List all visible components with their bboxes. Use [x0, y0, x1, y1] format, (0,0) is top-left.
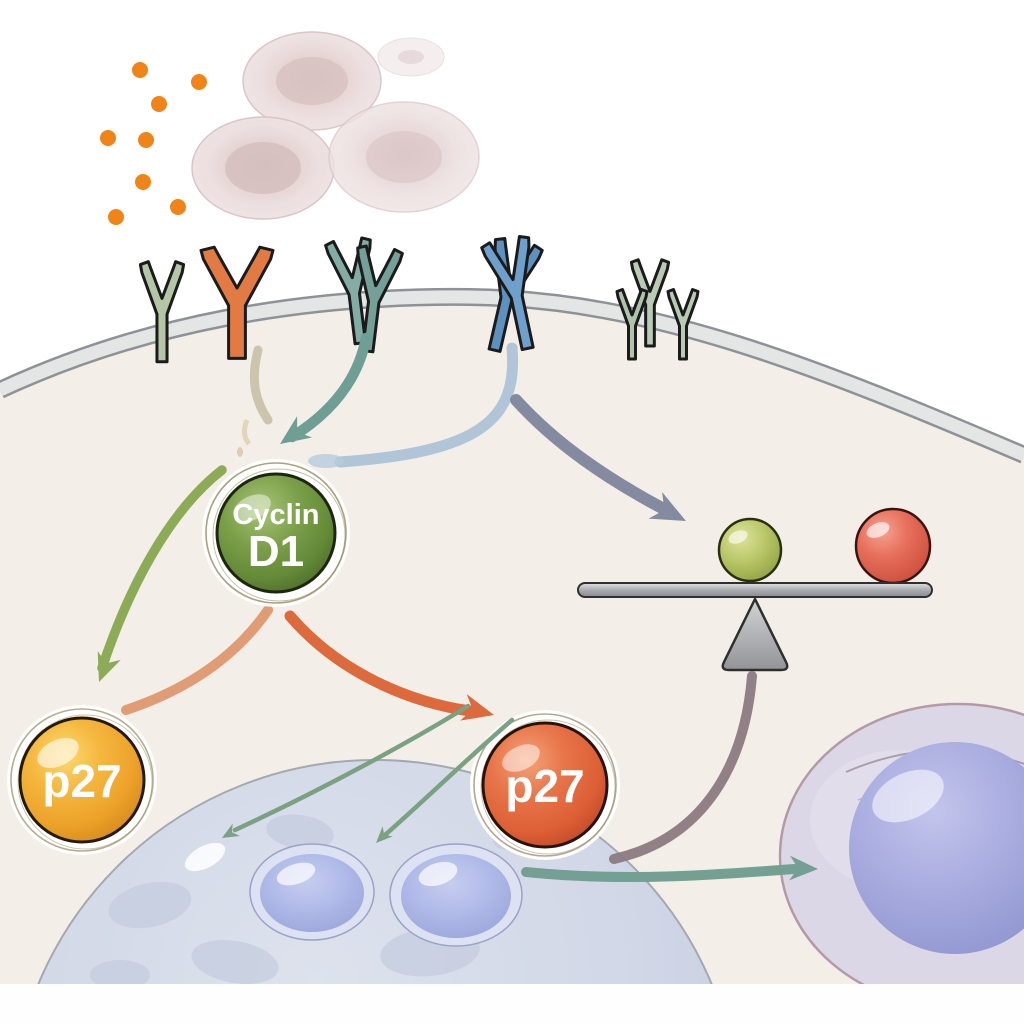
target-cell	[778, 702, 1024, 1010]
bottom-margin	[0, 984, 1024, 1024]
arrow-teal	[286, 332, 372, 443]
p27-yellow-ball: p27	[7, 705, 157, 855]
balance	[577, 507, 933, 672]
arrow-orange-right	[284, 610, 476, 717]
arrow-teal-long	[521, 864, 799, 883]
arrow-blue	[334, 342, 519, 468]
arrow-mauve	[609, 671, 757, 864]
signal-arrows	[249, 332, 693, 535]
balance-fulcrum	[721, 597, 789, 672]
cell-cluster	[191, 31, 480, 220]
balance-bar	[577, 582, 933, 598]
cell-membrane	[0, 287, 1024, 464]
balance-green-ball	[717, 517, 783, 583]
sage-arrows-into-nucleus	[232, 703, 515, 838]
arrow-orange-left	[121, 605, 273, 715]
cyclin-d1-label-line1: Cyclin	[232, 499, 319, 531]
p27-yellow-label: p27	[42, 755, 121, 807]
paint-dab	[237, 419, 252, 457]
balance-red-ball	[854, 507, 932, 585]
nuclear-ovals	[249, 843, 523, 947]
ligand-dots	[100, 62, 207, 225]
sphere-highlight	[184, 842, 226, 872]
p27-orange-ball: p27	[470, 710, 620, 860]
arrow-slate	[510, 394, 668, 514]
cyclin-d1-ball: Cyclin D1	[202, 459, 350, 607]
arrow-beige	[249, 345, 273, 425]
cyclin-d1-label-line2: D1	[248, 527, 304, 576]
arrow-blue-end	[308, 454, 344, 468]
p27-orange-label: p27	[505, 760, 584, 812]
arrow-green	[97, 465, 227, 673]
